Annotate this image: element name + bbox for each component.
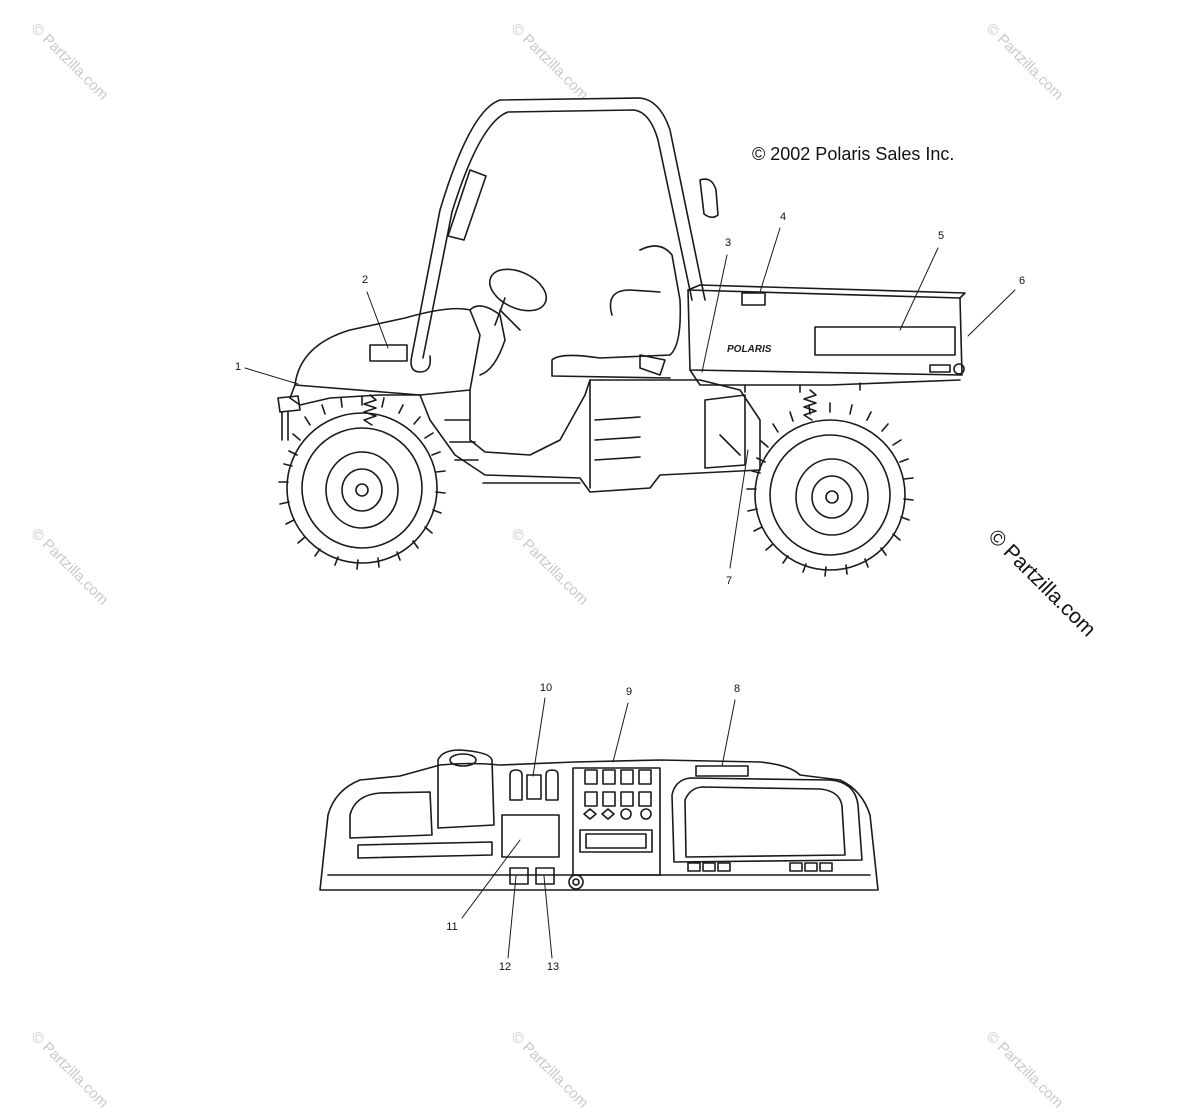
suspension bbox=[363, 389, 817, 426]
seat bbox=[551, 245, 682, 379]
dashboard bbox=[319, 749, 879, 891]
callout-9: 9 bbox=[625, 686, 633, 698]
callout-2: 2 bbox=[361, 274, 369, 286]
callout-4: 4 bbox=[779, 211, 787, 223]
callout-8: 8 bbox=[733, 683, 741, 695]
diagram-canvas: © Partzilla.com © Partzilla.com © Partzi… bbox=[28, 20, 1100, 1111]
callout-10: 10 bbox=[539, 682, 553, 694]
callout-7: 7 bbox=[725, 575, 733, 587]
callout-1: 1 bbox=[234, 361, 242, 373]
leader-lines-vehicle bbox=[244, 227, 1016, 569]
callout-11: 11 bbox=[446, 921, 458, 933]
body-panels bbox=[419, 379, 761, 493]
roll-cage bbox=[410, 97, 719, 373]
copyright-notice: © 2002 Polaris Sales Inc. bbox=[752, 144, 955, 164]
callout-3: 3 bbox=[724, 237, 732, 249]
bed-logo-text: POLARIS bbox=[727, 344, 772, 355]
cargo-bed bbox=[687, 284, 966, 393]
callout-6: 6 bbox=[1018, 275, 1026, 287]
steering-wheel bbox=[469, 268, 548, 376]
line-art: POLARIS bbox=[244, 97, 1016, 959]
callout-5: 5 bbox=[937, 230, 945, 242]
callout-13: 13 bbox=[546, 961, 560, 973]
rear-wheel bbox=[746, 402, 914, 577]
callout-12: 12 bbox=[498, 961, 512, 973]
leader-lines-dash bbox=[461, 697, 736, 959]
front-wheel bbox=[278, 395, 446, 570]
